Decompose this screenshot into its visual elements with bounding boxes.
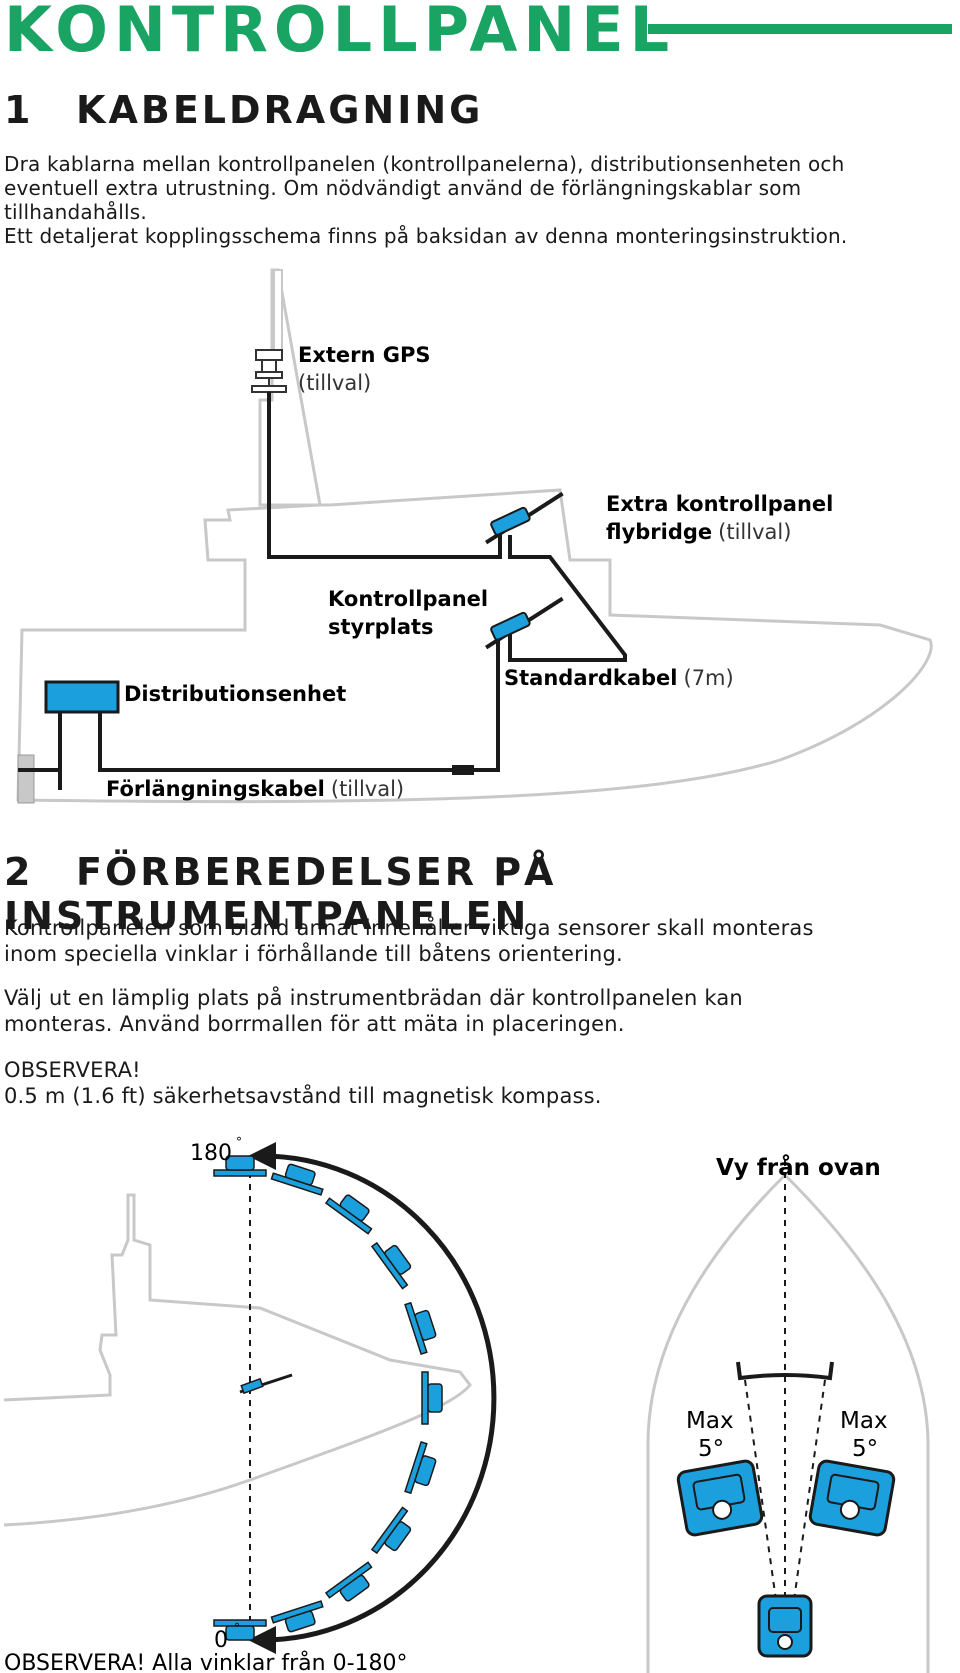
extension-cable-label: Förlängningskabel(tillval) — [106, 777, 404, 801]
section-1-number: 1 — [4, 88, 34, 132]
footer-note: OBSERVERA! Alla vinklar från 0-180° — [4, 1650, 408, 1673]
flybridge-panel-icon — [485, 491, 564, 545]
angle-arc — [261, 1153, 497, 1643]
dashboard-arc — [736, 1361, 834, 1381]
boat-hull-outline — [16, 268, 933, 804]
arc-panel-icon — [213, 1155, 267, 1177]
section-2-title: FÖRBEREDELSER PÅ INSTRUMENTPANELEN — [4, 850, 557, 938]
max-right-value: 5° — [852, 1436, 878, 1462]
section-2-line: inom speciella vinklar i förhållande til… — [4, 942, 623, 966]
header-rule — [648, 24, 952, 34]
extension-cable-note: (tillval) — [331, 777, 404, 801]
max-left-label: Max — [686, 1408, 734, 1434]
top-view-hull — [646, 1172, 930, 1673]
mast — [273, 269, 283, 361]
arc-panel-icon — [270, 1600, 324, 1633]
helm-panel-icon — [485, 596, 564, 650]
extra-panel-label-2: flybridge(tillval) — [606, 520, 791, 544]
angle-limit-right — [793, 1379, 826, 1601]
arrow-bottom-icon — [248, 1626, 276, 1654]
degree-mark-top: ° — [236, 1135, 242, 1149]
arc-panel-icon — [404, 1301, 437, 1356]
max-right-label: Max — [840, 1408, 888, 1434]
panel-right-icon — [808, 1459, 896, 1537]
note-title: OBSERVERA! — [4, 1058, 141, 1082]
section-1-heading: 1 KABELDRAGNING — [4, 88, 483, 132]
helm-panel-label-2: styrplats — [328, 615, 434, 639]
arc-panel-icon — [404, 1440, 437, 1495]
arrow-top-icon — [248, 1142, 276, 1170]
distribution-unit — [44, 680, 120, 714]
side-hull-outline — [3, 1193, 472, 1527]
arc-panel-icon — [213, 1619, 267, 1641]
page-title: KONTROLLPANEL — [4, 0, 676, 66]
flybridge-cable — [508, 535, 627, 662]
gps-antenna-icon — [251, 349, 287, 393]
cable-connector — [452, 765, 474, 775]
arc-panel-icon — [324, 1194, 373, 1235]
max-left-value: 5° — [698, 1436, 724, 1462]
gps-label: Extern GPS — [298, 343, 431, 367]
section-2-number: 2 — [4, 850, 34, 894]
section-2-line: Välj ut en lämplig plats på instrumentbr… — [4, 986, 743, 1010]
distribution-unit-label: Distributionsenhet — [124, 682, 346, 706]
cabling-diagram: Extern GPS (tillval) Extra kontrollpanel… — [16, 268, 933, 804]
section-1-title: KABELDRAGNING — [76, 88, 484, 132]
gps-cable — [267, 392, 502, 559]
arc-panel-icon — [370, 1241, 412, 1290]
standard-cable — [98, 640, 500, 772]
section-2-note: OBSERVERA! 0.5 m (1.6 ft) säkerhetsavstå… — [4, 1057, 954, 1109]
helm-panel-label-1: Kontrollpanel — [328, 587, 488, 611]
panel-left-icon — [676, 1459, 764, 1537]
extra-panel-label-2-bold: flybridge — [606, 520, 712, 544]
section-1-line: tillhandahålls. — [4, 200, 147, 224]
note-text: 0.5 m (1.6 ft) säkerhetsavstånd till mag… — [4, 1084, 602, 1108]
arc-panel-icon — [270, 1163, 324, 1196]
extra-panel-label-1: Extra kontrollpanel — [606, 492, 833, 516]
angle-180-label: 180 — [190, 1141, 232, 1166]
section-2-line: Kontrollpanelen som bland annat innehåll… — [4, 916, 814, 940]
section-2-para-2: Välj ut en lämplig plats på instrumentbr… — [4, 985, 954, 1037]
panel-center-icon — [757, 1594, 813, 1658]
arc-panel-icon — [370, 1506, 412, 1555]
arc-panel-icon — [324, 1561, 373, 1602]
wall-device — [17, 754, 35, 804]
standard-cable-label: Standardkabel(7m) — [504, 666, 734, 690]
section-2-line: monteras. Använd borrmallen för att mäta… — [4, 1012, 625, 1036]
gps-note: (tillval) — [298, 371, 371, 395]
section-1-text: Dra kablarna mellan kontrollpanelen (kon… — [4, 152, 954, 248]
extra-panel-note: (tillval) — [718, 520, 791, 544]
arc-panel-icon — [421, 1371, 443, 1425]
panel-positions — [213, 1155, 443, 1641]
standard-cable-note: (7m) — [684, 666, 734, 690]
section-1-line: eventuell extra utrustning. Om nödvändig… — [4, 176, 802, 200]
section-1-line: Dra kablarna mellan kontrollpanelen (kon… — [4, 152, 845, 176]
angle-0-label: 0 — [214, 1628, 228, 1653]
degree-mark-bottom: ° — [234, 1621, 240, 1635]
standard-cable-label-bold: Standardkabel — [504, 666, 678, 690]
extension-cable-label-bold: Förlängningskabel — [106, 777, 325, 801]
section-1-line: Ett detaljerat kopplingsschema finns på … — [4, 224, 848, 248]
dash-mount — [239, 1373, 293, 1394]
top-view-label: Vy från ovan — [716, 1154, 881, 1181]
angle-limit-left — [744, 1379, 777, 1601]
section-2-para-1: Kontrollpanelen som bland annat innehåll… — [4, 915, 954, 967]
